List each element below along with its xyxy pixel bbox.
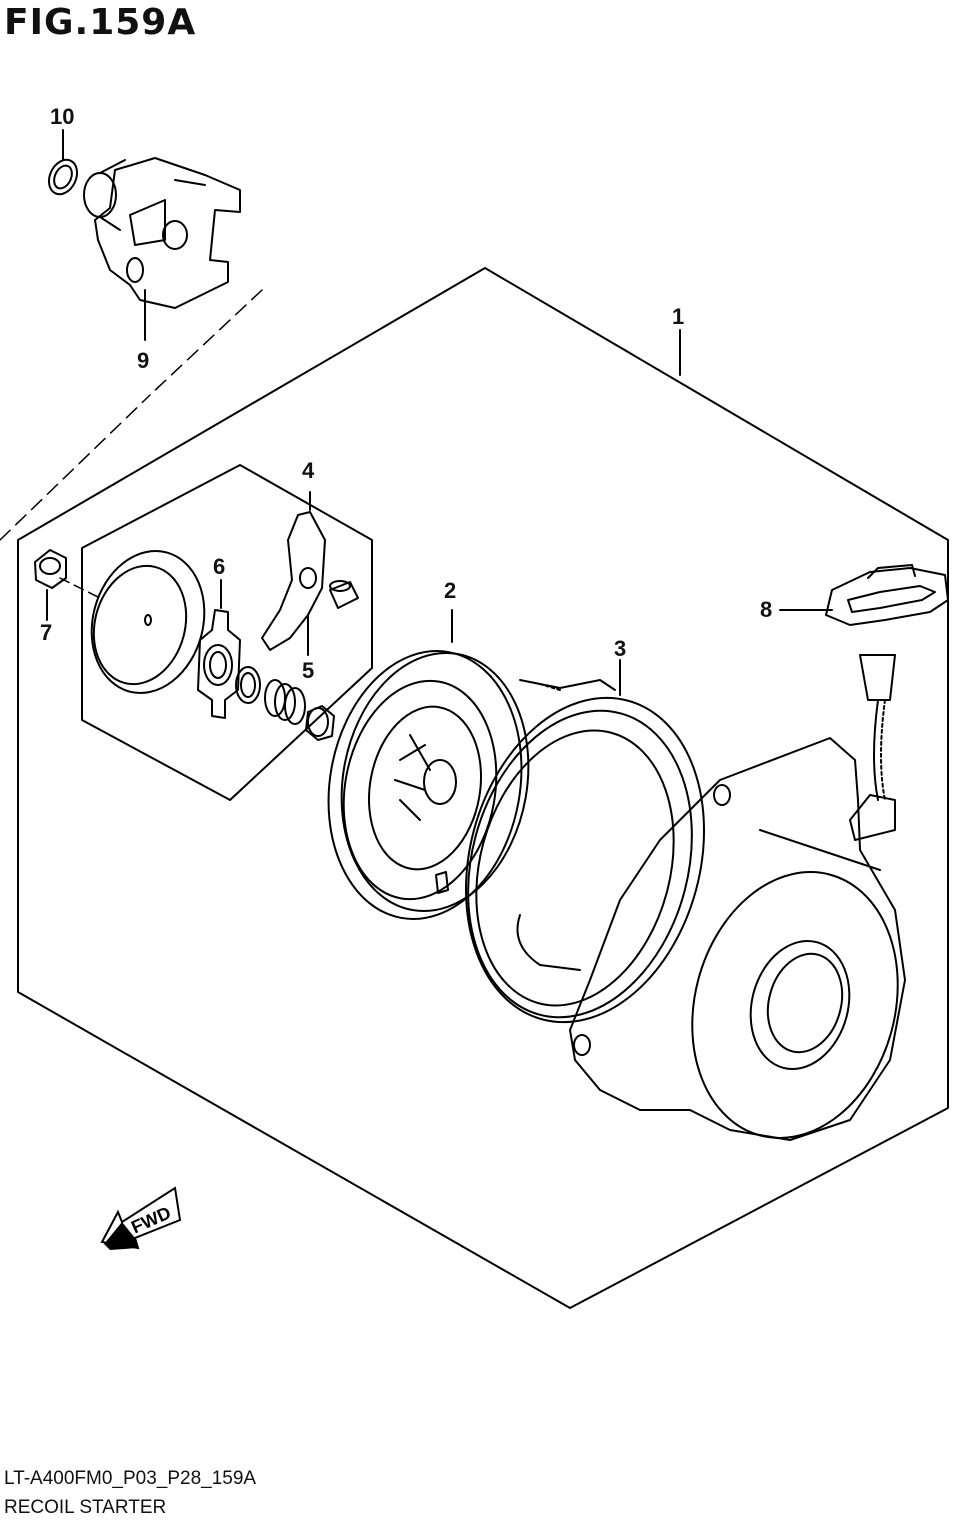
figure-title: FIG.159A: [4, 2, 197, 43]
callout-6: 6: [213, 554, 225, 579]
collar-part: [305, 705, 335, 741]
callout-1: 1: [672, 304, 684, 329]
nut-link-line: [59, 577, 101, 599]
handle-part: [779, 564, 949, 801]
callout-7: 7: [40, 620, 52, 645]
callout-4: 4: [302, 458, 315, 483]
nut-part: [34, 549, 67, 621]
assembly-boundary: [17, 267, 949, 1309]
callout-10: 10: [50, 104, 74, 129]
ratchet-part: [261, 491, 326, 656]
callout-8: 8: [760, 597, 772, 622]
friction-plate-part: [90, 550, 206, 694]
callout-3: 3: [614, 636, 626, 661]
washer-part: [235, 666, 261, 704]
starter-pulley-part: [83, 157, 241, 341]
pin-part: [329, 580, 359, 609]
pulley-link-line: [0, 289, 263, 541]
spring-coil-part: [264, 679, 306, 725]
guide-part: [197, 579, 241, 719]
callout-9: 9: [137, 348, 149, 373]
drawing-code: LT-A400FM0_P03_P28_159A: [4, 1468, 257, 1489]
o-ring-part: [47, 158, 79, 196]
subassembly-boundary: [81, 464, 373, 801]
recoil-spring-part: [435, 659, 706, 1024]
callout-5: 5: [302, 658, 314, 683]
fwd-arrow-icon: FWD: [100, 1186, 182, 1250]
starter-case-part: [569, 737, 906, 1141]
reel-part: [327, 609, 616, 920]
callout-2: 2: [444, 578, 456, 603]
diagram-caption: RECOIL STARTER: [4, 1497, 167, 1518]
